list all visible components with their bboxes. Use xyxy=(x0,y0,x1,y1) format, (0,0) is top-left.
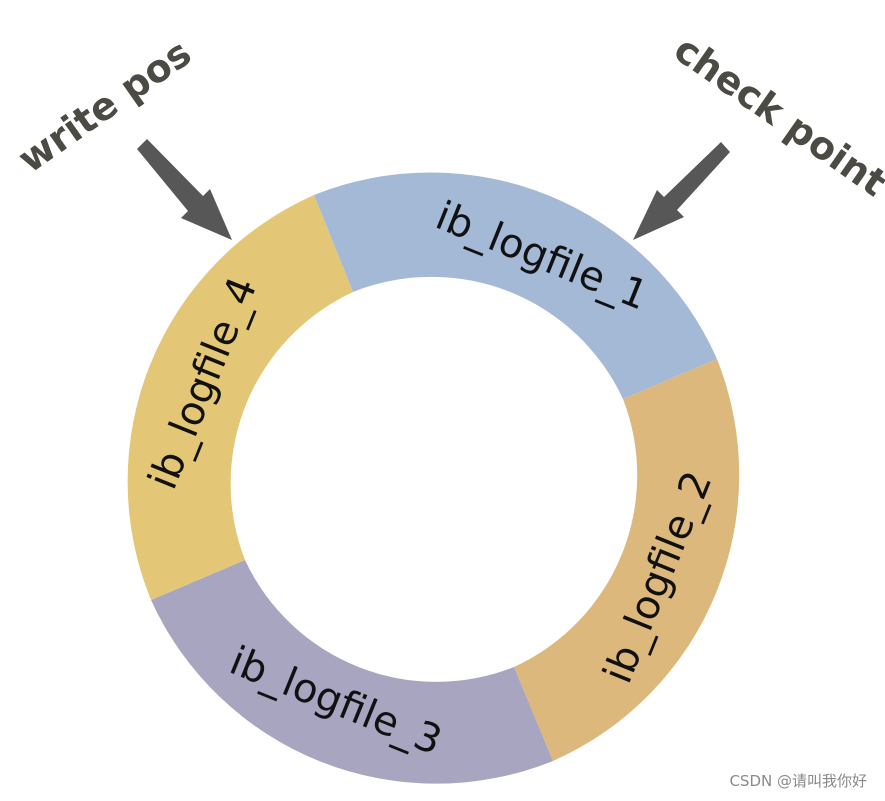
check-point-arrow-icon xyxy=(633,142,730,240)
write-pos-label: write pos xyxy=(10,31,199,182)
ring-segment-ib-logfile-1 xyxy=(314,172,717,399)
ring-segment-ib-logfile-2 xyxy=(514,359,740,761)
watermark-text: CSDN @请叫我你好 xyxy=(729,772,867,790)
ring-segment-ib-logfile-3 xyxy=(151,560,553,784)
ring-segment-ib-logfile-4 xyxy=(127,195,353,600)
write-pos-arrow-icon xyxy=(137,139,232,240)
